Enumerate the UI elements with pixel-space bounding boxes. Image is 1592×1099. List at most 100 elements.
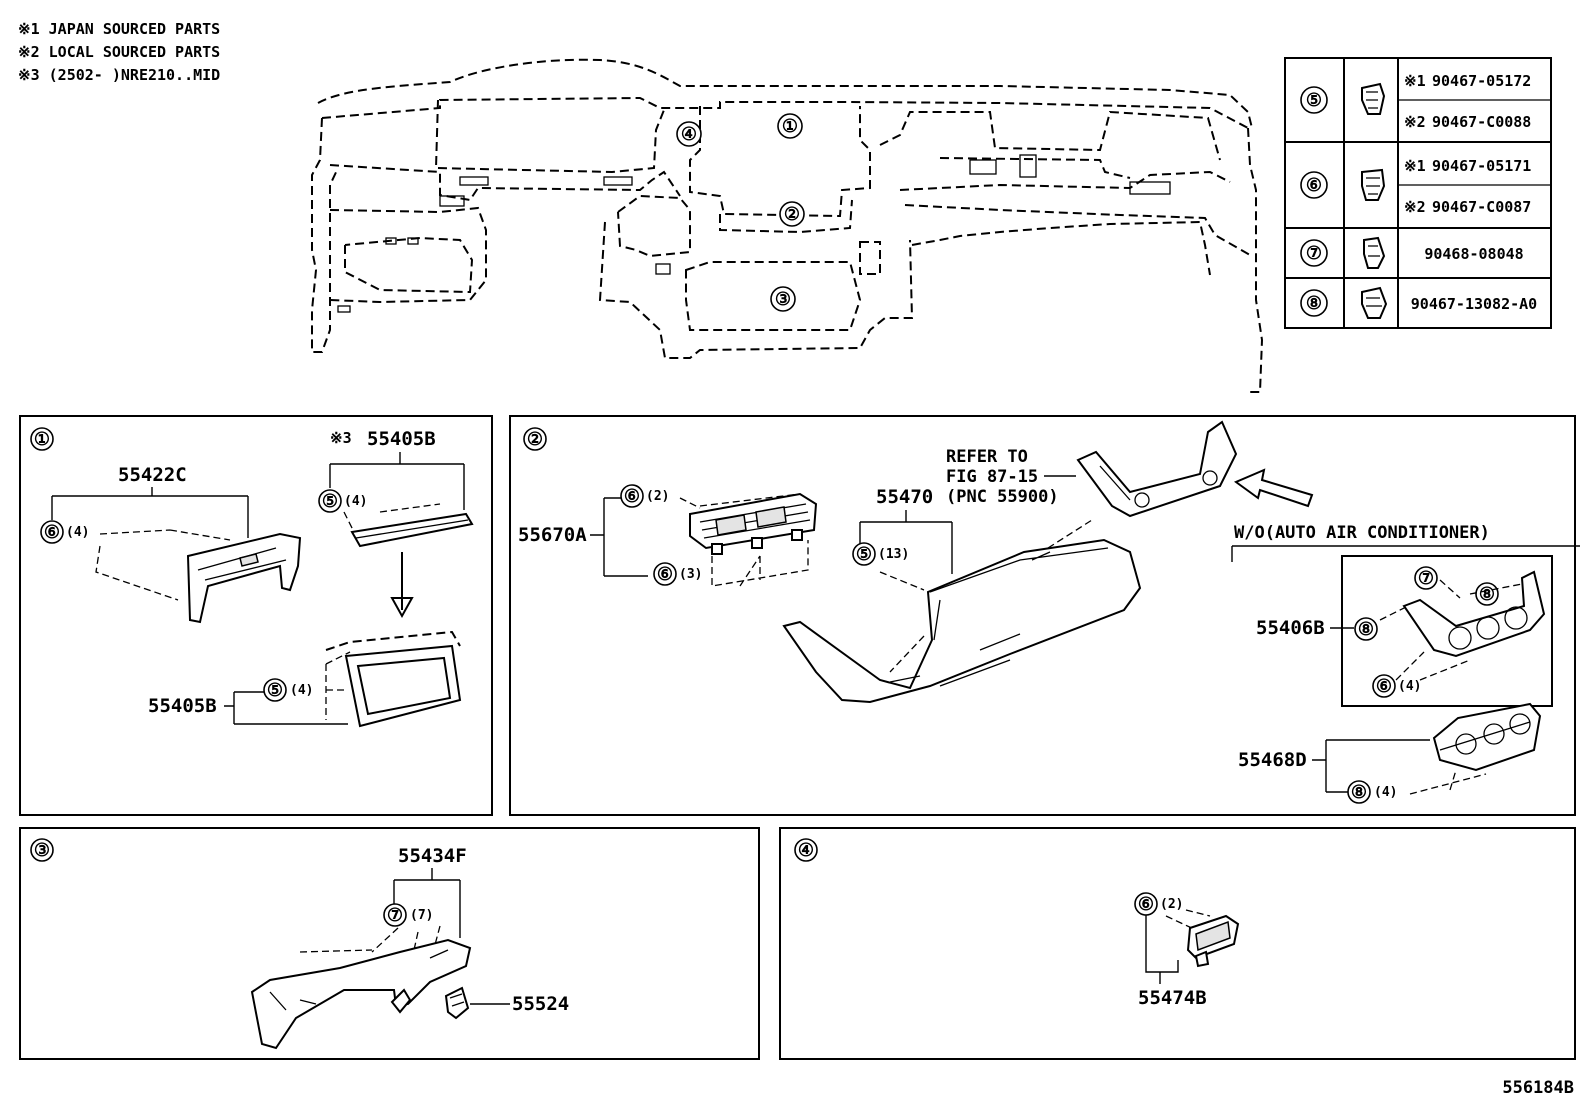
- table-ref-5: ⑤: [1306, 90, 1322, 111]
- p3-fastener-a-ref: ⑦: [387, 905, 403, 926]
- p2-fastener-c-ref: ⑤: [856, 544, 872, 565]
- table-part-7: 90468-08048: [1424, 245, 1523, 263]
- variant-label: W/O(AUTO AIR CONDITIONER): [1234, 523, 1490, 543]
- label-55405b-top-mark: ※3: [330, 429, 352, 447]
- part-55405b-trim-strip: [350, 512, 474, 548]
- label-55468d: 55468D: [1238, 749, 1307, 771]
- right-box-outline: [939, 157, 1131, 179]
- leader-55470: [859, 510, 953, 574]
- table-ref-7: ⑦: [1306, 243, 1322, 264]
- p2-fastener-g-ref: ⑥: [1376, 676, 1392, 697]
- vent-slot-left-1: [459, 176, 489, 186]
- leader-55468d: [1312, 739, 1430, 793]
- panel-3-border: [19, 827, 760, 1060]
- label-55474b: 55474B: [1138, 987, 1207, 1009]
- p2-fastener-f-ref: ⑧: [1358, 619, 1374, 640]
- table-part-5b: 90467-C0088: [1432, 113, 1531, 131]
- dashboard-belt-right: [899, 170, 1231, 191]
- overview-callout-1-label: ①: [782, 116, 798, 137]
- table-part-6a: 90467-05171: [1432, 157, 1531, 175]
- p2-fastener-d-ref: ⑦: [1418, 568, 1434, 589]
- p2-fastener-a-leader: [679, 493, 801, 509]
- console-lower-frame: [598, 221, 914, 359]
- left-knee-area: [329, 206, 487, 304]
- legend-notes: ※1 JAPAN SOURCED PARTS ※2 LOCAL SOURCED …: [18, 20, 220, 84]
- small-clip-b: [407, 237, 419, 245]
- p2-fastener-b-qty: (3): [679, 567, 702, 582]
- refer-line-2: FIG 87-15: [946, 467, 1038, 487]
- panel-1-id: ①: [34, 429, 50, 450]
- p3-fastener-a-leader: [299, 925, 441, 969]
- clip-icon-8: [1361, 286, 1388, 319]
- arrow-left-icon: [1233, 468, 1314, 508]
- note-nre210-mid: ※3 (2502- )NRE210..MID: [18, 66, 220, 84]
- dashboard-lower-right: [904, 204, 1251, 256]
- p1-fastener-c-leader: [325, 651, 351, 720]
- p2-fastener-h-ref: ⑧: [1351, 782, 1367, 803]
- p2-variant-leaders: [1379, 579, 1523, 681]
- panel-3: ③ 55434F ⑦ (7) 55524: [19, 827, 760, 1060]
- p1-fastener-a-ref: ⑥: [44, 522, 60, 543]
- p2-fastener-c-leader: [879, 519, 1093, 673]
- table-mark-6a: ※1: [1404, 157, 1426, 175]
- p2-fastener-b-leader: [711, 540, 809, 587]
- table-mark-5a: ※1: [1404, 72, 1426, 90]
- label-55405b-bottom: 55405B: [148, 695, 217, 717]
- dashboard-top-inner: [321, 96, 1249, 129]
- label-55470: 55470: [876, 486, 933, 508]
- note-japan-sourced: ※1 JAPAN SOURCED PARTS: [18, 20, 220, 38]
- part-55900-bezel-ref: [1076, 420, 1238, 518]
- overview-callout-3: ③: [770, 286, 796, 312]
- panel-4-id: ④: [798, 840, 814, 861]
- left-lower-panel: [344, 236, 474, 294]
- refer-line-1: REFER TO: [946, 447, 1028, 467]
- dashboard-right-edge: [1247, 127, 1264, 393]
- panel-4-border: [779, 827, 1576, 1060]
- p4-fastener-a-qty: (2): [1160, 897, 1183, 912]
- small-clip-e: [337, 305, 351, 313]
- cluster-hood: [434, 99, 665, 174]
- center-stack-lower: [719, 199, 853, 234]
- p4-fastener-a-ref: ⑥: [1138, 894, 1154, 915]
- refer-line-3: (PNC 55900): [946, 487, 1059, 507]
- vent-block-2: [1019, 154, 1037, 178]
- vent-block-1: [969, 159, 997, 175]
- table-mark-5b: ※2: [1404, 113, 1426, 131]
- clip-icon-5: [1361, 82, 1386, 115]
- p2-fastener-g-qty: (4): [1398, 679, 1421, 694]
- leader-55405b-bottom: [224, 691, 348, 725]
- panel-2-id: ②: [527, 429, 543, 450]
- overview-callout-1: ①: [777, 113, 803, 139]
- p2-fastener-b-ref: ⑥: [657, 564, 673, 585]
- leader-55474b: [1145, 915, 1179, 984]
- clip-icon-6: [1361, 168, 1386, 201]
- p2-fastener-h-leader: [1409, 769, 1487, 795]
- part-55470-center-panel: [782, 538, 1142, 704]
- dashboard-left-edge: [311, 117, 339, 353]
- label-55422c: 55422C: [118, 464, 187, 486]
- small-clip-c: [655, 263, 671, 275]
- table-part-5a: 90467-05172: [1432, 72, 1531, 90]
- table-part-6b: 90467-C0087: [1432, 198, 1531, 216]
- table-part-8: 90467-13082-A0: [1411, 295, 1537, 313]
- label-55434f: 55434F: [398, 845, 467, 867]
- p2-fastener-a-qty: (2): [646, 489, 669, 504]
- part-55474b-cover: [1186, 914, 1240, 968]
- fastener-table-border: [1284, 57, 1552, 329]
- p2-fastener-e-ref: ⑧: [1479, 584, 1495, 605]
- panel-4: ④ ⑥ (2) 55474B: [779, 827, 1576, 1060]
- panel-2-border: [509, 415, 1576, 816]
- table-mark-6b: ※2: [1404, 198, 1426, 216]
- table-ref-6: ⑥: [1306, 175, 1322, 196]
- dashboard-belt: [329, 164, 681, 202]
- label-55406b: 55406B: [1256, 617, 1325, 639]
- variant-bracket: [1231, 545, 1580, 562]
- part-55422c-bracket: [186, 532, 302, 624]
- p3-fastener-a-qty: (7): [410, 908, 433, 923]
- vent-slot-right: [1129, 181, 1171, 195]
- table-ref-8: ⑧: [1306, 293, 1322, 314]
- p1-fastener-b-ref: ⑤: [322, 491, 338, 512]
- arrow-down-icon: [390, 552, 414, 619]
- right-lower-support: [911, 220, 1211, 276]
